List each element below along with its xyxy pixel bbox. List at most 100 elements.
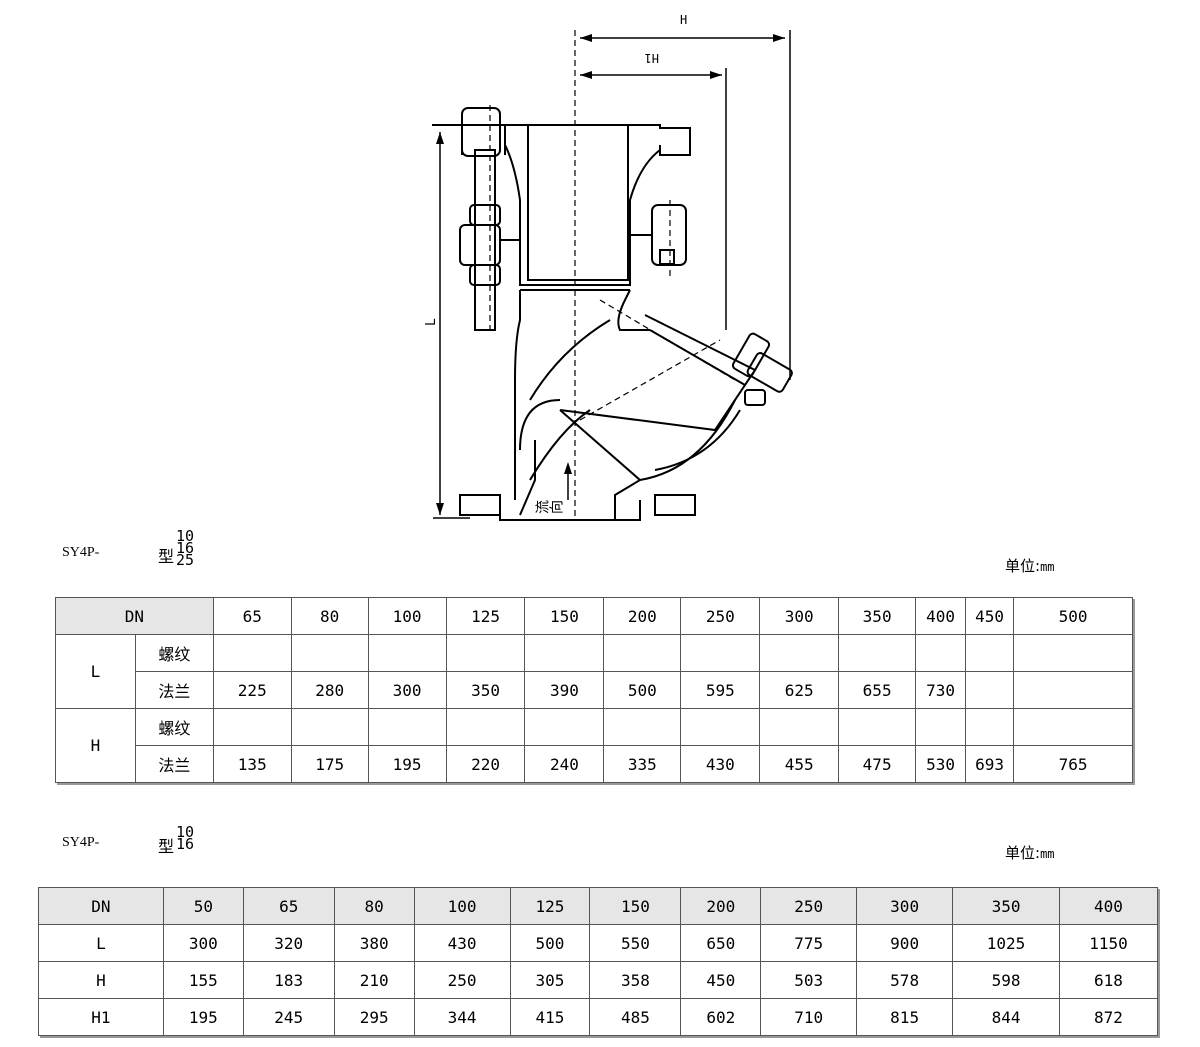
value-cell: 485 — [589, 998, 682, 1036]
dn-cell: 250 — [760, 887, 858, 925]
value-cell: 175 — [290, 745, 369, 783]
value-cell: 305 — [509, 961, 591, 999]
value-cell: 602 — [680, 998, 762, 1036]
value-cell: 320 — [242, 924, 335, 962]
value-cell: 844 — [952, 998, 1060, 1036]
value-cell — [838, 708, 917, 746]
value-cell — [367, 634, 447, 672]
table2-model-name: SY4P- — [62, 835, 100, 850]
dn-cell: 80 — [290, 597, 369, 635]
value-cell — [212, 708, 292, 746]
dim-h1-label: H1 — [645, 51, 659, 65]
table-row: H1 195 245 295 344 415 485 602 710 815 8… — [38, 998, 1159, 1036]
row-label: H1 — [38, 998, 164, 1036]
value-cell — [915, 634, 967, 672]
value-cell: 618 — [1058, 961, 1159, 999]
value-cell: 598 — [952, 961, 1060, 999]
value-cell — [1013, 634, 1133, 672]
dn-cell: 65 — [212, 597, 292, 635]
value-cell: 415 — [509, 998, 591, 1036]
value-cell — [965, 708, 1015, 746]
value-cell: 530 — [915, 745, 967, 783]
value-cell: 250 — [413, 961, 511, 999]
dn-cell: 100 — [413, 887, 511, 925]
value-cell: 595 — [680, 671, 761, 709]
table1-pn-item: 16 — [176, 539, 195, 557]
value-cell — [290, 634, 369, 672]
value-cell — [759, 634, 840, 672]
value-cell: 872 — [1058, 998, 1159, 1036]
table-row: H 155 183 210 250 305 358 450 503 578 59… — [38, 961, 1159, 999]
table2-unit: 单位:mm — [1005, 842, 1055, 863]
unit-value: mm — [1040, 847, 1055, 861]
value-cell — [965, 634, 1015, 672]
value-cell: 475 — [838, 745, 917, 783]
unit-label: 单位: — [1005, 557, 1041, 575]
row-label: L — [38, 924, 164, 962]
value-cell: 358 — [589, 961, 682, 999]
value-cell: 815 — [856, 998, 954, 1036]
value-cell: 195 — [162, 998, 244, 1036]
value-cell: 350 — [445, 671, 526, 709]
value-cell: 450 — [680, 961, 762, 999]
dn-cell: 300 — [856, 887, 954, 925]
value-cell: 900 — [856, 924, 954, 962]
dn-cell: 250 — [680, 597, 761, 635]
value-cell: 245 — [242, 998, 335, 1036]
table-row: 法兰 135 175 195 220 240 335 430 455 475 5… — [56, 745, 1133, 783]
dim-l-label: L — [424, 318, 439, 326]
value-cell: 380 — [333, 924, 415, 962]
table-row: H 螺纹 — [55, 708, 1133, 783]
value-cell: 195 — [367, 745, 447, 783]
value-cell: 578 — [856, 961, 954, 999]
dimension-table-1: DN 65 80 100 125 150 200 250 300 350 400… — [55, 597, 1133, 783]
value-cell — [290, 708, 369, 746]
value-cell — [445, 708, 526, 746]
dn-cell: 150 — [524, 597, 605, 635]
dn-cell: 400 — [915, 597, 967, 635]
dn-cell: 80 — [333, 887, 415, 925]
table1-unit: 单位:mm — [1005, 555, 1055, 576]
table2-pn-item: 10 — [176, 823, 195, 841]
value-cell — [603, 634, 682, 672]
row-sub-label: 螺纹 — [134, 634, 214, 672]
value-cell: 1150 — [1058, 924, 1159, 962]
value-cell: 775 — [760, 924, 858, 962]
value-cell: 225 — [212, 671, 292, 709]
dn-cell: 400 — [1058, 887, 1159, 925]
table1-model-name: SY4P- — [62, 545, 100, 560]
dn-cell: 350 — [838, 597, 917, 635]
dn-cell: 150 — [589, 887, 682, 925]
value-cell: 655 — [838, 671, 917, 709]
value-cell: 430 — [413, 924, 511, 962]
row-sub-label: 法兰 — [134, 745, 214, 783]
value-cell: 500 — [603, 671, 682, 709]
y-strainer-drawing: H H1 L 流向 — [424, 13, 793, 521]
row-sub-label: 法兰 — [134, 671, 214, 709]
value-cell — [1013, 708, 1133, 746]
dn-cell: 65 — [242, 887, 335, 925]
value-cell: 240 — [524, 745, 605, 783]
value-cell — [965, 671, 1015, 709]
value-cell — [445, 634, 526, 672]
value-cell: 693 — [965, 745, 1015, 783]
table1-pn-stack: 10 16 25 — [176, 527, 195, 569]
table1-pn-item: 10 — [176, 527, 195, 545]
value-cell: 710 — [760, 998, 858, 1036]
dimension-table-2: DN 50 65 80 100 125 150 200 250 300 350 … — [38, 887, 1159, 1036]
value-cell: 503 — [760, 961, 858, 999]
dn-cell: 125 — [445, 597, 526, 635]
table2-pn-stack: 10 16 — [176, 823, 195, 852]
table1-type-char: 型 — [158, 547, 175, 566]
value-cell — [680, 708, 761, 746]
value-cell: 155 — [162, 961, 244, 999]
table-row: L 300 320 380 430 500 550 650 775 900 10… — [38, 924, 1159, 962]
dn-cell: 100 — [367, 597, 447, 635]
flow-direction-label: 流向 — [535, 500, 563, 516]
value-cell: 220 — [445, 745, 526, 783]
dn-header: DN — [38, 887, 164, 925]
value-cell: 550 — [589, 924, 682, 962]
row-group-label: L — [55, 634, 136, 709]
table1-pn-item: 25 — [176, 551, 195, 569]
dn-cell: 50 — [162, 887, 244, 925]
